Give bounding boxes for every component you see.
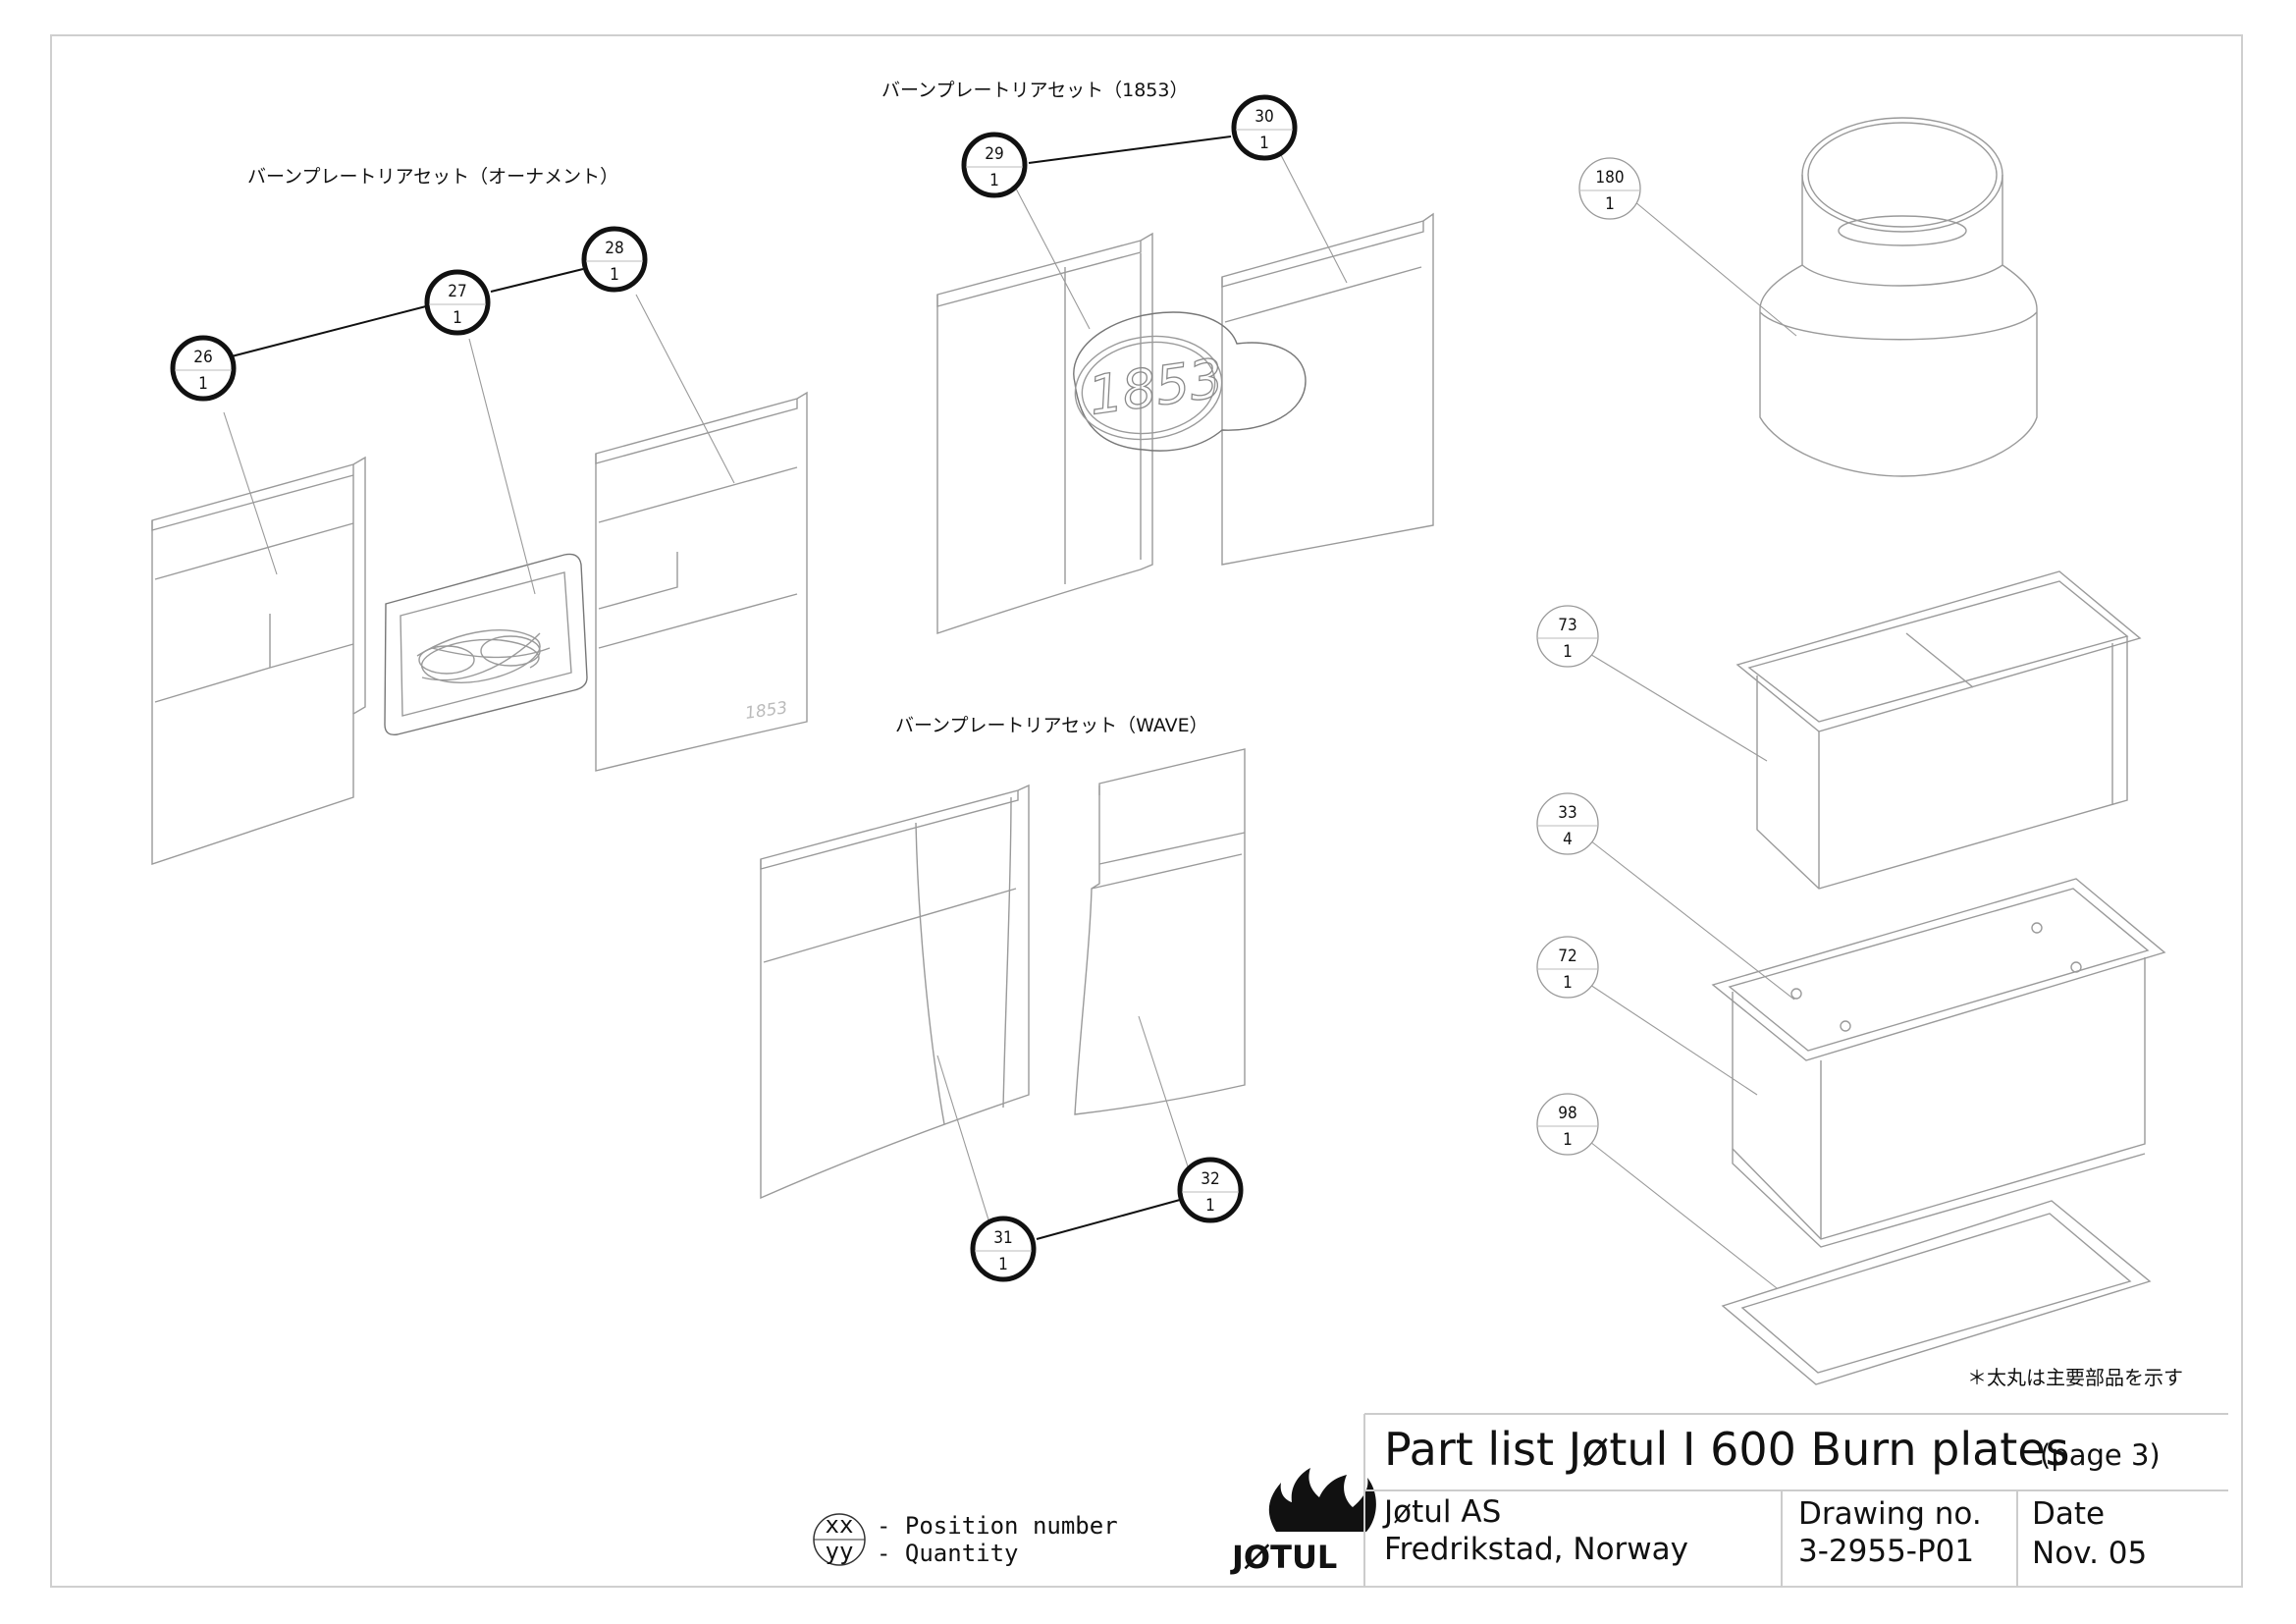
drawing-number-value: 3-2955-P01 <box>1798 1534 1974 1569</box>
svg-text:72: 72 <box>1558 947 1576 966</box>
svg-text:1: 1 <box>998 1255 1008 1274</box>
svg-text:1: 1 <box>1563 642 1573 662</box>
svg-text:yy: yy <box>826 1538 854 1565</box>
svg-text:1: 1 <box>1563 1130 1573 1150</box>
title-block-title: Part list Jøtul I 600 Burn plates <box>1384 1423 2069 1476</box>
ornament-plate-left <box>151 456 366 865</box>
bubble-29: 29 1 <box>961 132 1028 198</box>
main-parts-note: ＊太丸は主要部品を示す <box>1967 1366 2183 1389</box>
wave-plate-right <box>1074 748 1246 1115</box>
bubble-27: 27 1 <box>424 269 491 336</box>
date-label: Date <box>2032 1496 2105 1532</box>
bubble-31: 31 1 <box>970 1216 1037 1282</box>
svg-text:1: 1 <box>1563 973 1573 993</box>
svg-text:32: 32 <box>1201 1169 1219 1189</box>
svg-text:4: 4 <box>1563 830 1573 849</box>
plate-1853-oval-plaque: 1853 <box>1073 311 1307 452</box>
svg-text:31: 31 <box>993 1228 1012 1248</box>
bubble-180: 180 1 <box>1578 157 1641 220</box>
wave-plate-left <box>760 784 1030 1200</box>
svg-text:29: 29 <box>985 144 1003 164</box>
plate-1853-right <box>1221 212 1434 566</box>
plate-1853-left <box>936 232 1153 634</box>
svg-text:1: 1 <box>453 308 462 328</box>
gasket-frame-part <box>1721 1200 2152 1385</box>
svg-text:- Quantity: - Quantity <box>877 1540 1019 1567</box>
svg-text:1: 1 <box>1259 134 1269 153</box>
ornament-plate-right: 1853 <box>595 391 808 772</box>
svg-text:1: 1 <box>1605 194 1615 214</box>
convection-box-lower <box>1711 878 2166 1248</box>
svg-text:73: 73 <box>1558 616 1576 635</box>
title-block: Part list Jøtul I 600 Burn plates (page … <box>1363 1413 2228 1587</box>
bubble-legend: xx yy - Position number - Quantity <box>813 1511 1118 1567</box>
bubble-33: 33 4 <box>1536 792 1599 855</box>
bubble-32: 32 1 <box>1177 1157 1244 1223</box>
drawing-number-label: Drawing no. <box>1798 1496 1982 1532</box>
group-label-1853: バーンプレートリアセット（1853） <box>881 80 1188 101</box>
svg-text:1: 1 <box>989 171 999 190</box>
title-block-company: Jøtul AS <box>1382 1494 1501 1530</box>
jotul-logo: JØTUL <box>1230 1468 1376 1576</box>
plate-1853-small-mark: 1853 <box>744 698 789 724</box>
ornament-plate-center <box>384 553 588 735</box>
bubble-98: 98 1 <box>1536 1093 1599 1156</box>
svg-text:26: 26 <box>193 348 212 367</box>
date-value: Nov. 05 <box>2032 1536 2147 1571</box>
svg-text:1: 1 <box>1205 1196 1215 1216</box>
svg-text:1: 1 <box>198 374 208 394</box>
svg-text:180: 180 <box>1595 168 1624 188</box>
svg-text:1: 1 <box>610 265 619 285</box>
svg-text:- Position number: - Position number <box>877 1512 1118 1540</box>
group-label-ornament: バーンプレートリアセット（オーナメント） <box>247 166 618 188</box>
title-block-page: (page 3) <box>2040 1438 2161 1472</box>
svg-text:xx: xx <box>826 1511 854 1539</box>
bubble-73: 73 1 <box>1536 605 1599 668</box>
bubble-30: 30 1 <box>1231 94 1298 161</box>
convection-box-upper <box>1735 570 2142 890</box>
svg-text:30: 30 <box>1255 107 1273 127</box>
flue-collar-part <box>1759 117 2038 477</box>
svg-text:27: 27 <box>448 282 466 301</box>
sheet-border <box>50 34 2243 1588</box>
svg-text:28: 28 <box>605 239 623 258</box>
bubble-72: 72 1 <box>1536 936 1599 999</box>
jotul-logo-text: JØTUL <box>1230 1539 1337 1576</box>
group-label-wave: バーンプレートリアセット（WAVE） <box>895 715 1208 736</box>
svg-text:98: 98 <box>1558 1104 1576 1123</box>
bubble-26: 26 1 <box>170 335 237 402</box>
bubble-28: 28 1 <box>581 226 648 293</box>
flame-icon <box>1268 1468 1376 1532</box>
title-block-location: Fredrikstad, Norway <box>1384 1532 1688 1567</box>
svg-text:33: 33 <box>1558 803 1576 823</box>
